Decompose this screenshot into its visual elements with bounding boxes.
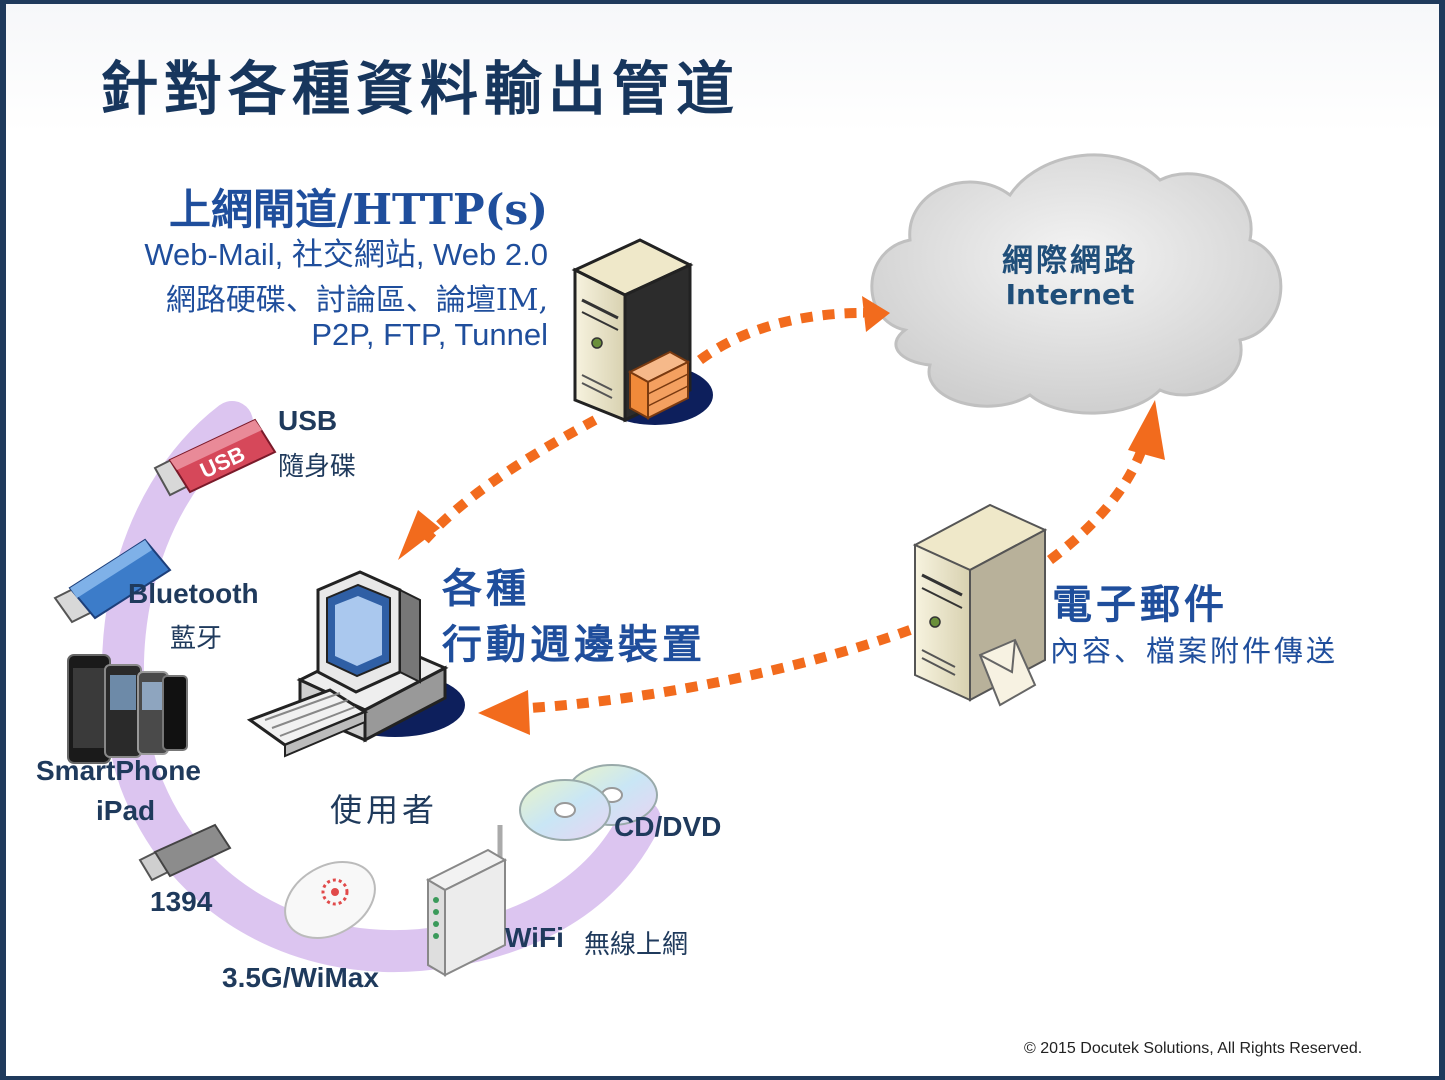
bluetooth-dongle-icon [53,538,172,624]
cloud-icon [870,153,1283,415]
page-title: 針對各種資料輸出管道 [100,55,741,123]
smartphone-label: SmartPhone [36,755,201,786]
devices-title-line-2: 行動週邊裝置 [442,621,706,668]
smartphone-icon [67,654,188,764]
arrowhead-internet-bottom [1128,400,1165,460]
disc-icon [519,764,658,841]
usb-label-cn: 隨身碟 [278,452,357,482]
arrow-gateway-to-user [421,415,598,544]
envelope-icon [978,638,1037,707]
usb-drive-icon: USB [153,418,277,497]
copyright-notice: © 2015 Docutek Solutions, All Rights Res… [1024,1040,1363,1057]
arrow-email-to-user [529,625,912,713]
usb-label: USB [278,405,338,436]
arrow-gateway-to-internet [697,307,873,365]
wifi-router-icon [425,825,508,977]
email-server-icon [912,503,1048,702]
wimax-label: 3.5G/WiMax [222,962,379,993]
http-gateway-line-3: P2P, FTP, Tunnel [311,317,548,352]
http-gateway-title: 上網閘道/HTTP(s) [168,185,548,234]
wifi-label-cn: 無線上網 [584,930,689,960]
user-label: 使用者 [330,791,439,829]
cddvd-label: CD/DVD [614,811,722,842]
http-gateway-line-1: Web-Mail, 社交網站, Web 2.0 [144,237,548,272]
bluetooth-label: Bluetooth [128,578,259,609]
internet-label-en: Internet [1005,278,1135,311]
arrowhead-user-top [398,510,440,560]
ieee1394-label: 1394 [150,886,213,917]
wifi-label: WiFi [505,922,564,953]
flow-arrows [421,307,1150,713]
computer-icon [246,570,465,758]
email-title: 電子郵件 [1052,581,1228,628]
firewire-plug-icon [138,823,232,882]
arrow-email-to-internet [1046,438,1150,564]
bluetooth-label-cn: 藍牙 [170,624,223,654]
arrowhead-user-right [478,690,530,735]
wimax-modem-icon [284,861,376,939]
devices-title-line-1: 各種 [442,565,530,612]
http-gateway-line-2: 網路硬碟、討論區、論壇IM, [165,283,548,318]
email-subtitle: 內容、檔案附件傳送 [1050,634,1339,668]
internet-label-cn: 網際網路 [1002,243,1138,279]
firewall-icon [627,350,691,420]
arrowhead-internet-left [862,296,890,332]
ipad-label: iPad [96,795,156,826]
